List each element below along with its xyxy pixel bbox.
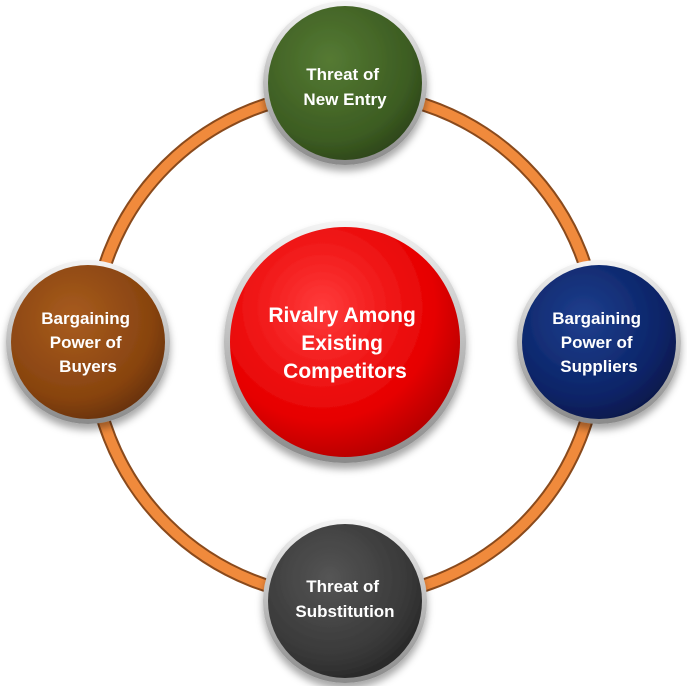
node-right-label: Bargaining Power of Suppliers xyxy=(552,309,646,376)
node-top-label: Threat of New Entry xyxy=(303,65,387,109)
node-threat-of-new-entry xyxy=(263,1,427,165)
center-label-line-3: Competitors xyxy=(283,360,407,383)
node-top-line-2: New Entry xyxy=(303,90,387,109)
center-label-line-1: Rivalry Among xyxy=(268,304,415,327)
node-left-label: Bargaining Power of Buyers xyxy=(41,309,135,376)
node-left-line-1: Bargaining xyxy=(41,309,130,328)
node-top-line-1: Threat of xyxy=(306,65,379,84)
node-bargaining-power-of-suppliers xyxy=(517,260,681,424)
node-bottom-line-2: Substitution xyxy=(295,602,394,621)
node-right-line-2: Power of xyxy=(561,333,633,352)
center-label: Rivalry Among Existing Competitors xyxy=(268,304,421,383)
center-node-rivalry xyxy=(224,221,466,463)
node-bottom-line-1: Threat of xyxy=(306,577,379,596)
node-bargaining-power-of-buyers xyxy=(6,260,170,424)
center-label-line-2: Existing xyxy=(301,332,383,355)
node-right-line-3: Suppliers xyxy=(560,357,637,376)
node-left-line-3: Buyers xyxy=(59,357,117,376)
node-bottom-label: Threat of Substitution xyxy=(295,577,394,621)
node-left-line-2: Power of xyxy=(50,333,122,352)
node-threat-of-substitution xyxy=(263,519,427,683)
node-right-line-1: Bargaining xyxy=(552,309,641,328)
